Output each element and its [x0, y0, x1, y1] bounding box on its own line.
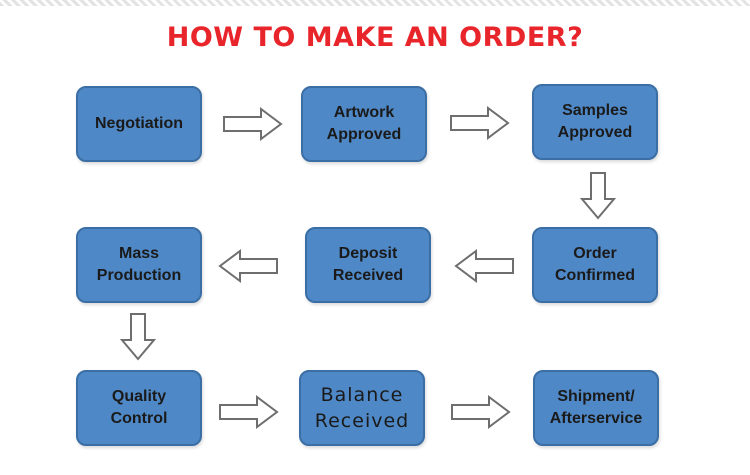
step-order-confirmed: Order Confirmed: [532, 227, 658, 303]
page-title: HOW TO MAKE AN ORDER?: [166, 22, 584, 53]
step-artwork-approved: Artwork Approved: [301, 86, 427, 162]
step-deposit-received: Deposit Received: [305, 227, 431, 303]
step-quality-control: Quality Control: [76, 370, 202, 446]
top-border: [0, 0, 750, 6]
step-balance-received: Balance Received: [299, 370, 425, 446]
arrow-down-icon: [119, 313, 157, 361]
arrow-right-icon: [223, 107, 283, 141]
step-negotiation: Negotiation: [76, 86, 202, 162]
step-shipment-afterservice: Shipment/ Afterservice: [533, 370, 659, 446]
arrow-right-icon: [450, 106, 510, 140]
step-mass-production: Mass Production: [76, 227, 202, 303]
arrow-left-icon: [454, 249, 514, 283]
arrow-left-icon: [218, 249, 278, 283]
step-samples-approved: Samples Approved: [532, 84, 658, 160]
arrow-down-icon: [579, 172, 617, 220]
arrow-right-icon: [451, 395, 511, 429]
arrow-right-icon: [219, 395, 279, 429]
